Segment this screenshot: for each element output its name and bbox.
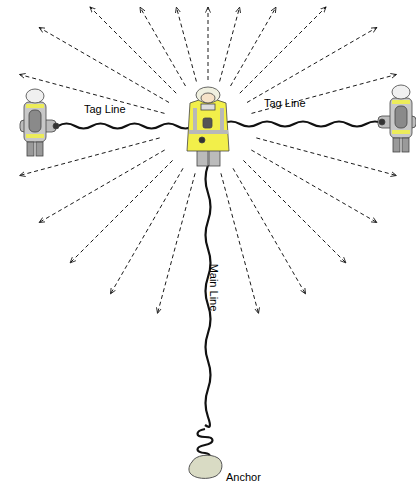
line-label: Tag Line (264, 98, 306, 109)
line-label: Tag Line (84, 104, 126, 115)
searcher-firefighter (20, 89, 59, 156)
searcher-firefighter (378, 85, 416, 152)
anchor-shape (189, 455, 222, 478)
line-label: Main Line (208, 264, 219, 312)
search-arrows (20, 7, 397, 314)
anchor-label: Anchor (226, 472, 261, 483)
rope-lines (58, 122, 384, 460)
search-leader-firefighter (187, 87, 229, 166)
